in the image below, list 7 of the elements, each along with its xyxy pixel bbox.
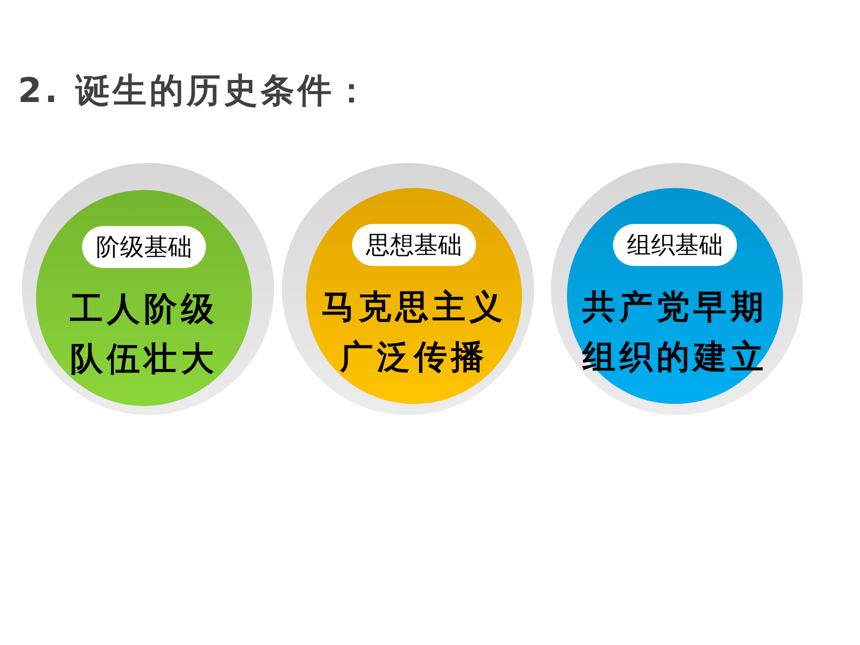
body-text: 马克思主义广泛传播	[320, 286, 508, 378]
heading-pill: 思想基础	[352, 224, 476, 266]
body-text: 工人阶级队伍壮大	[69, 288, 219, 380]
title: 2. 诞生的历史条件：	[18, 70, 372, 113]
body-text: 共产党早期组织的建立	[581, 286, 768, 378]
heading-pill: 阶级基础	[82, 226, 206, 268]
heading-pill: 组织基础	[613, 224, 737, 266]
